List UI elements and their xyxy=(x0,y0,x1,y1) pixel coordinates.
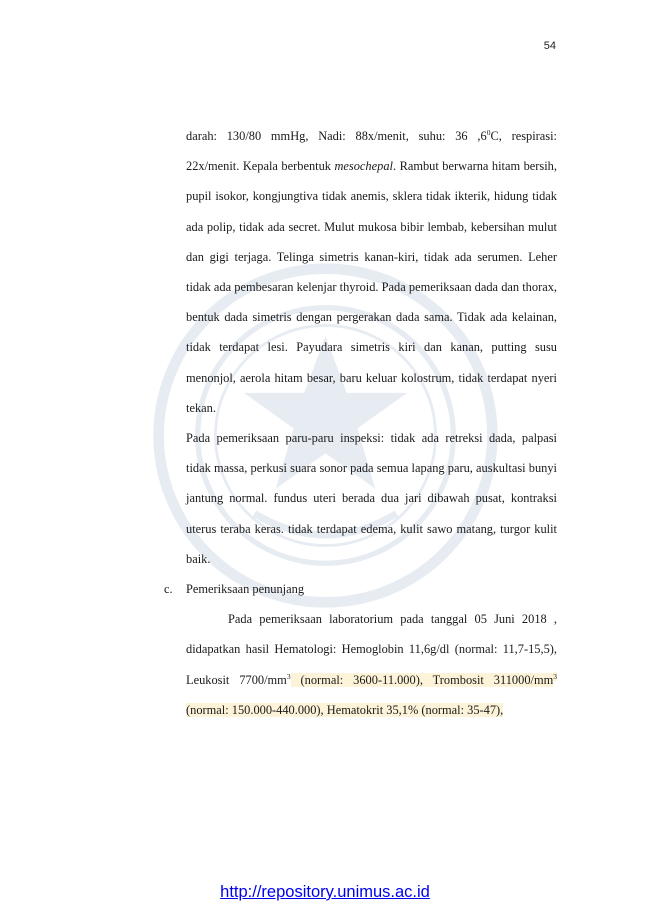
section-c-heading: c. Pemeriksaan penunjang xyxy=(164,574,557,604)
paragraph-text: darah: 130/80 mmHg, Nadi: 88x/menit, suh… xyxy=(186,129,487,143)
unit-superscript: 3 xyxy=(286,671,291,681)
paragraph-text-highlighted: (normal: 3600-11.000), Trombosit 311000/… xyxy=(290,672,554,687)
section-title: Pemeriksaan penunjang xyxy=(186,582,305,597)
unit-superscript: 3 xyxy=(553,671,557,681)
examination-paragraph: darah: 130/80 mmHg, Nadi: 88x/menit, suh… xyxy=(186,121,557,423)
page-number: 54 xyxy=(543,40,556,52)
italic-term: mesochepal xyxy=(334,159,393,174)
repository-link[interactable]: http://repository.unimus.ac.id xyxy=(220,883,430,901)
paragraph-text-highlighted: (normal: 150.000-440.000), Hematokrit 35… xyxy=(186,702,504,717)
degree-superscript: 0 xyxy=(486,128,491,137)
lung-examination-paragraph: Pada pemeriksaan paru-paru inspeksi: tid… xyxy=(186,431,557,566)
laboratory-paragraph: Pada pemeriksaan laboratorium pada tangg… xyxy=(186,604,557,725)
paragraph-text: . Rambut berwarna hitam bersih, pupil is… xyxy=(186,159,557,415)
footer: http://repository.unimus.ac.id xyxy=(0,883,650,902)
list-marker: c. xyxy=(164,582,173,597)
document-body: darah: 130/80 mmHg, Nadi: 88x/menit, suh… xyxy=(164,121,557,725)
paragraph-text: Pada pemeriksaan laboratorium pada tangg… xyxy=(186,612,557,687)
paragraph-text: C, respirasi: 22x/menit. Kepala berbentu… xyxy=(186,129,557,174)
